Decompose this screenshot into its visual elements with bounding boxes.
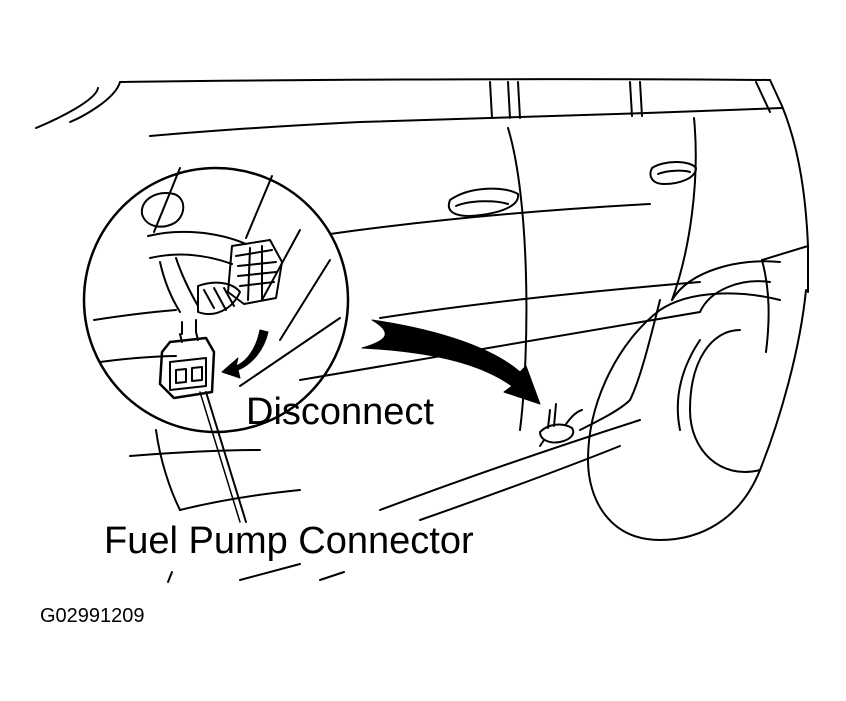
figure-code: G02991209	[40, 605, 145, 627]
vehicle-body	[35, 78, 809, 583]
fuel-pump-connector-location	[539, 403, 583, 447]
disconnect-arrow-icon	[221, 329, 269, 379]
detail-magnifier	[82, 166, 350, 523]
disconnect-label: Disconnect	[246, 391, 434, 433]
curved-arrow-icon	[361, 319, 541, 405]
fuel-pump-connector-label: Fuel Pump Connector	[104, 520, 474, 562]
